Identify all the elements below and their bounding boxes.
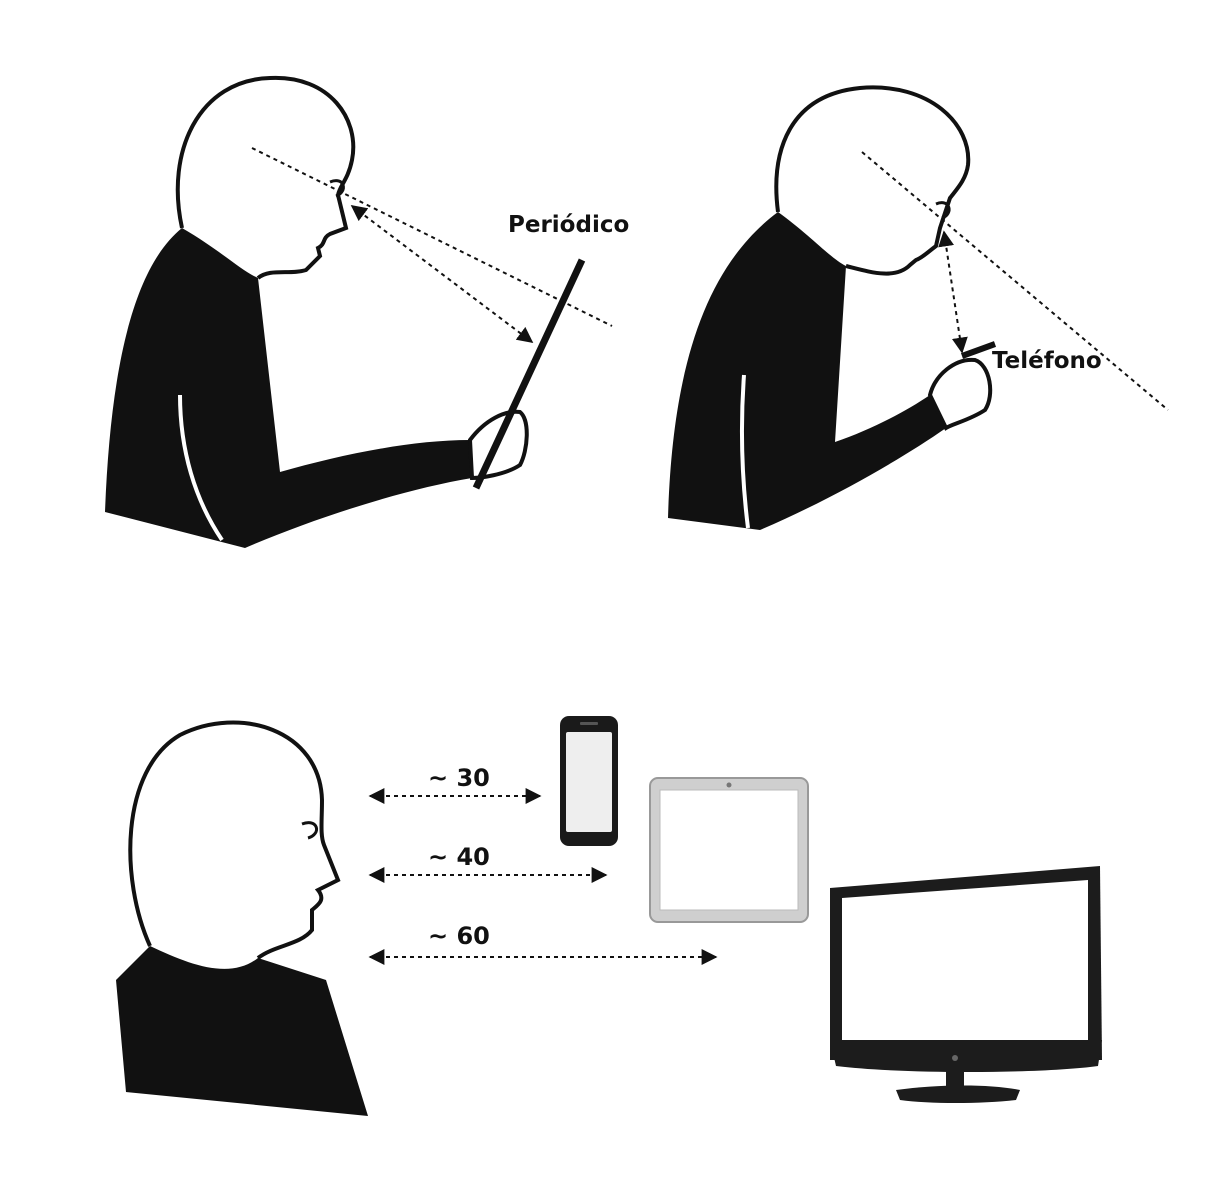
monitor-device — [830, 866, 1102, 1103]
ear — [301, 821, 318, 840]
figure-newspaper-reader: Periódico — [105, 75, 629, 548]
figure-phone-reader: Teléfono — [668, 85, 1169, 530]
newspaper-label: Periódico — [508, 212, 629, 238]
hand — [927, 357, 993, 431]
ear — [935, 201, 951, 220]
reading-gaze-arrow — [938, 230, 968, 354]
distance-label-30: ~ 30 — [428, 764, 490, 792]
newspaper-shape — [472, 258, 586, 490]
head-outline — [175, 75, 356, 280]
sleeve-line — [178, 394, 224, 542]
head-outline — [128, 720, 341, 960]
head-outline — [774, 85, 971, 276]
phone-shape — [960, 341, 997, 359]
reading-gaze-arrow — [350, 205, 534, 343]
distance-label-40: ~ 40 — [428, 843, 490, 871]
torso-silhouette — [668, 212, 946, 530]
distance-label-60: ~ 60 — [428, 922, 490, 950]
horizontal-gaze-line — [861, 151, 1169, 411]
figure-viewing-distances: ~ 30 ~ 40 ~ 60 — [116, 716, 1102, 1116]
torso-silhouette — [116, 946, 368, 1116]
sleeve-line — [739, 374, 750, 529]
ear — [329, 179, 345, 198]
phone-label: Teléfono — [992, 348, 1102, 374]
torso-silhouette — [105, 228, 472, 548]
tablet-device — [649, 777, 809, 923]
smartphone-device — [560, 716, 618, 846]
